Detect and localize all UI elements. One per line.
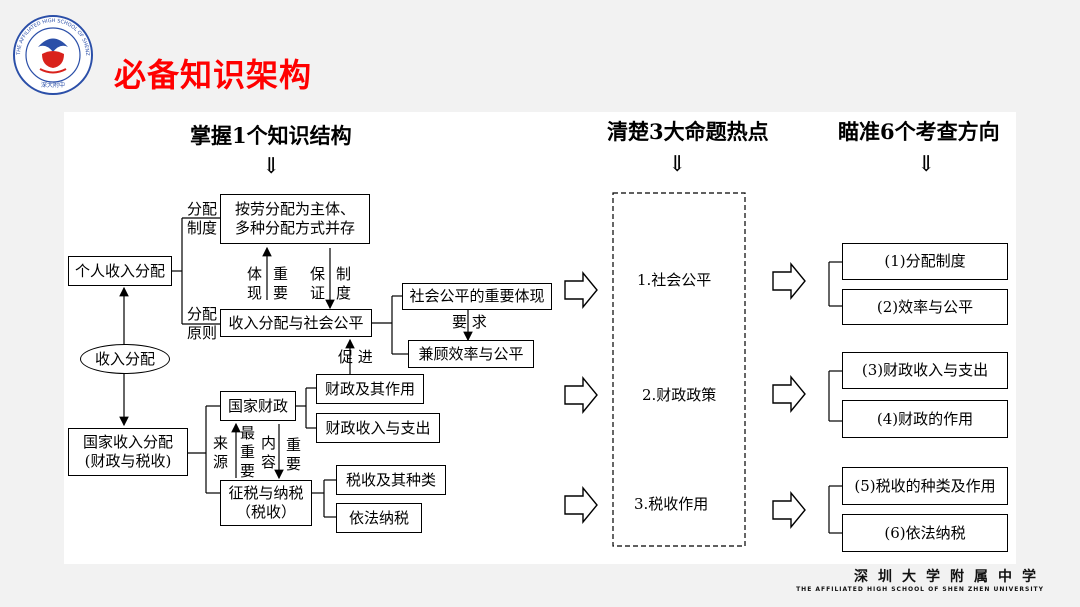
col3-heading: 瞄准6个考查方向 [838,119,1000,144]
efficiency-fairness-box: 兼顾效率与公平 [408,340,534,368]
label-zuizhongyao: 最 重 要 [240,424,256,480]
school-name-cn: 深圳大学附属中学 [854,569,1046,585]
national-income-box: 国家收入分配 (财政与税收) [68,428,188,476]
page-title: 必备知识架构 [114,56,313,94]
income-fairness-box: 收入分配与社会公平 [220,309,372,337]
label-neirong: 内 容 [261,434,277,471]
down-arrow-icon: ⇓ [668,152,687,177]
down-arrow-icon: ⇓ [917,152,936,177]
tax-by-law-box: 依法纳税 [336,503,422,533]
state-finance-box: 国家财政 [220,391,296,421]
direction-item: (5)税收的种类及作用 [842,467,1008,505]
hotspot-item: 2.财政政策 [642,386,717,404]
label-baozheng: 保 证 [310,265,326,302]
col2-heading: 清楚3大命题热点 [607,119,769,144]
logo-motto: 深大附中 [41,81,65,89]
arrow-right-icon [564,376,598,414]
arrow-right-icon [772,491,806,529]
tax-collection-box: 征税与纳税 （税收） [220,480,312,526]
arrow-right-icon [772,262,806,300]
label-cujin: 促 进 [338,348,373,366]
label-zhidu: 制 度 [336,265,352,302]
label-yaoqiu: 要 求 [452,313,487,331]
label-fenpei-zhidu: 分配 制度 [187,200,218,237]
label-zhongyao: 重 要 [286,436,302,473]
label-zhongyao: 重 要 [273,265,289,302]
direction-item: (3)财政收入与支出 [842,352,1008,389]
direction-item: (1)分配制度 [842,243,1008,280]
direction-item: (2)效率与公平 [842,289,1008,325]
income-distribution-oval: 收入分配 [80,344,170,374]
personal-income-box: 个人收入分配 [68,256,172,286]
hotspot-item: 1.社会公平 [637,271,712,289]
fairness-embody-box: 社会公平的重要体现 [402,283,552,310]
label-tixian: 体 现 [247,265,263,302]
label-laiyuan: 来 源 [213,434,229,471]
label-fenpei-yuanze: 分配 原则 [187,305,218,342]
arrow-right-icon [772,375,806,413]
tax-types-box: 税收及其种类 [336,465,446,495]
arrow-right-icon [564,271,598,309]
labor-main-box: 按劳分配为主体、 多种分配方式并存 [220,194,370,244]
finance-income-expense-box: 财政收入与支出 [316,413,440,443]
finance-role-box: 财政及其作用 [316,374,424,404]
col1-heading: 掌握1个知识结构 [190,123,352,148]
hotspot-item: 3.税收作用 [634,495,709,513]
direction-item: (6)依法纳税 [842,514,1008,552]
direction-item: (4)财政的作用 [842,400,1008,438]
down-arrow-icon: ⇓ [262,154,281,179]
school-name-en: THE AFFILIATED HIGH SCHOOL OF SHEN ZHEN … [796,586,1044,593]
arrow-right-icon [564,486,598,524]
